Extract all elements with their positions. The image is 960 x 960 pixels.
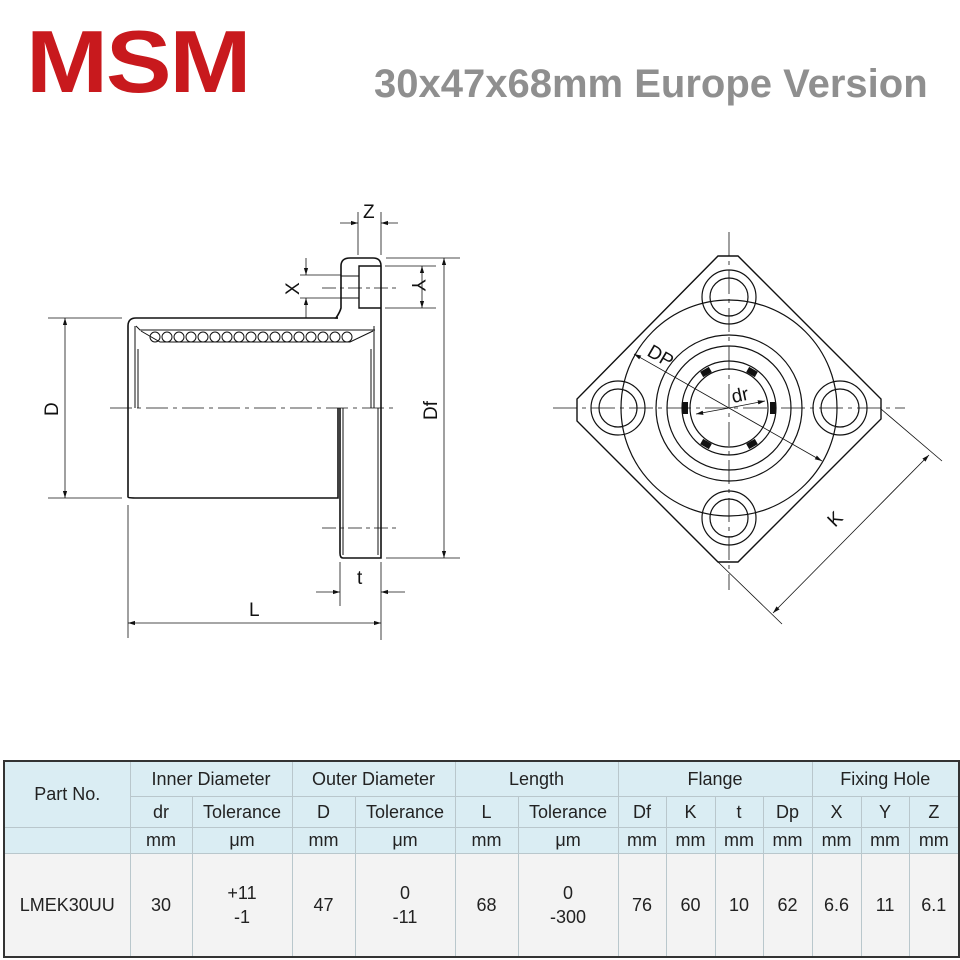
value-y: 11 (860, 853, 910, 958)
unit-part-no-blank (3, 827, 131, 854)
symbol-z: Z (908, 796, 960, 828)
dr-tol-upper: +11 (227, 883, 257, 903)
label-x: X (283, 282, 304, 295)
unit-d: mm (291, 827, 356, 854)
label-d: D (42, 402, 63, 416)
unit-t: mm (714, 827, 764, 854)
label-l: L (249, 600, 260, 621)
label-k: K (824, 507, 848, 531)
symbol-x: X (811, 796, 862, 828)
table-row: LMEK30UU 30 +11 -1 47 0 -11 68 0 -300 76… (3, 853, 960, 958)
label-t: t (357, 568, 363, 589)
symbol-row: dr Tolerance D Tolerance L Tolerance Df … (4, 796, 960, 828)
part-number: LMEK30UU (3, 853, 131, 958)
group-header-row: Part No. Inner Diameter Outer Diameter L… (3, 760, 960, 828)
symbol-d-tolerance: Tolerance (354, 796, 456, 828)
unit-dr: mm (129, 827, 193, 854)
technical-drawing: Z X Y D Df t L (42, 202, 943, 640)
unit-d-tolerance: μm (354, 827, 456, 854)
symbol-t: t (714, 796, 764, 828)
group-fixing-hole: Fixing Hole (811, 760, 960, 797)
symbol-y: Y (860, 796, 910, 828)
label-z: Z (363, 202, 375, 223)
symbol-dr-tolerance: Tolerance (191, 796, 293, 828)
value-l: 68 (454, 853, 519, 958)
unit-dr-tolerance: μm (191, 827, 293, 854)
ball-row (149, 331, 353, 343)
d-tol-upper: 0 (400, 883, 411, 903)
value-dr: 30 (129, 853, 193, 958)
symbol-l: L (454, 796, 519, 828)
value-dp: 62 (762, 853, 813, 958)
brand-logo: MSM (26, 12, 251, 111)
label-df: Df (421, 400, 442, 420)
group-outer-diameter: Outer Diameter (291, 760, 456, 797)
part-no-header: Part No. (3, 760, 131, 828)
value-d-tolerance: 0 -11 (354, 853, 456, 958)
value-df: 76 (617, 853, 667, 958)
d-tol-lower: -11 (392, 907, 418, 927)
value-x: 6.6 (811, 853, 862, 958)
page-title: 30x47x68mm Europe Version (374, 62, 928, 106)
label-y: Y (407, 279, 428, 292)
unit-x: mm (811, 827, 862, 854)
value-k: 60 (665, 853, 716, 958)
unit-y: mm (860, 827, 910, 854)
unit-k: mm (665, 827, 716, 854)
value-t: 10 (714, 853, 764, 958)
unit-df: mm (617, 827, 667, 854)
group-inner-diameter: Inner Diameter (129, 760, 293, 797)
label-dr: dr (730, 384, 752, 408)
dr-tol-lower: -1 (233, 907, 250, 927)
value-l-tolerance: 0 -300 (517, 853, 619, 958)
side-view (48, 212, 460, 640)
label-dp: DP (644, 341, 677, 372)
value-z: 6.1 (908, 853, 960, 958)
unit-l-tolerance: μm (517, 827, 619, 854)
unit-dp: mm (762, 827, 813, 854)
symbol-df: Df (617, 796, 667, 828)
l-tol-upper: 0 (563, 883, 574, 903)
symbol-dr: dr (129, 796, 193, 828)
group-flange: Flange (617, 760, 813, 797)
symbol-dp: Dp (762, 796, 813, 828)
spec-table: Part No. Inner Diameter Outer Diameter L… (3, 760, 960, 958)
l-tol-lower: -300 (550, 907, 587, 927)
unit-z: mm (908, 827, 960, 854)
value-dr-tolerance: +11 -1 (191, 853, 293, 958)
symbol-k: K (665, 796, 716, 828)
value-d: 47 (291, 853, 356, 958)
front-view (553, 232, 943, 625)
unit-row: mm μm mm μm mm μm mm mm mm mm mm mm mm (3, 827, 960, 854)
symbol-l-tolerance: Tolerance (517, 796, 619, 828)
unit-l: mm (454, 827, 519, 854)
symbol-d: D (291, 796, 356, 828)
group-length: Length (454, 760, 619, 797)
